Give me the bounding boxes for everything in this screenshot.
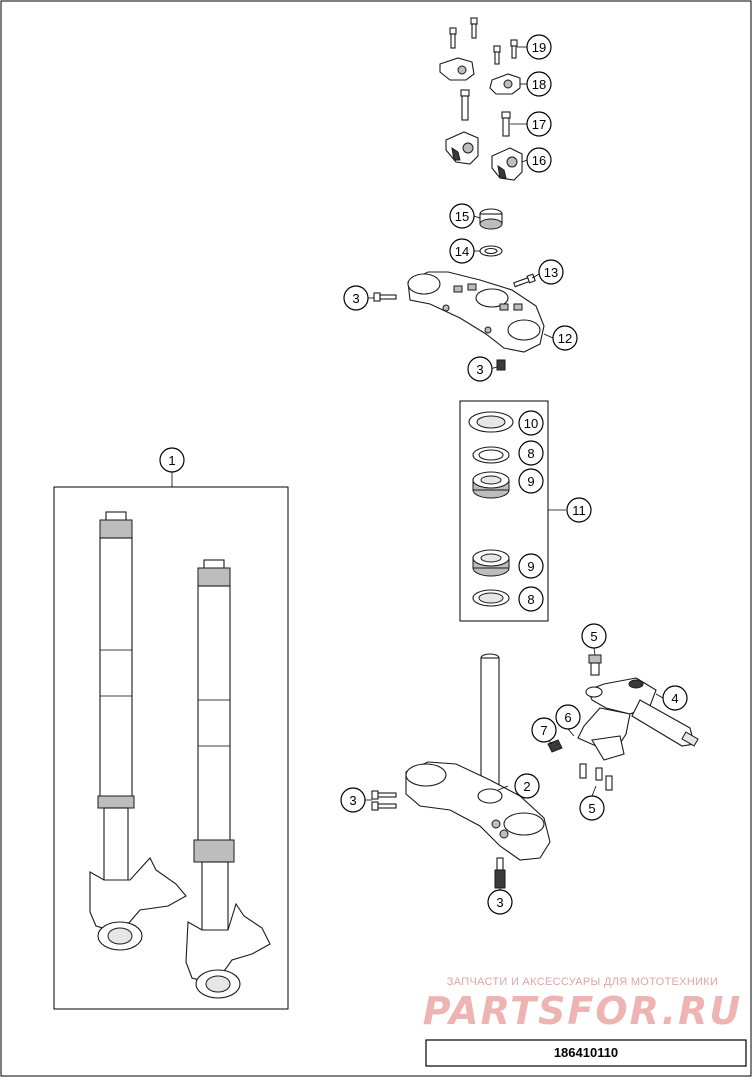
callout-label: 14 (455, 244, 469, 259)
bolt-5-bottom (579, 763, 613, 791)
callout-7: 7 (531, 717, 557, 743)
callout-6: 6 (555, 704, 581, 730)
handlebar-clamp-group (439, 17, 523, 181)
footer-part-code: 186410110 (553, 1045, 619, 1060)
callout-8-bottom: 8 (518, 586, 544, 612)
callout-label: 3 (349, 793, 356, 808)
callout-label: 16 (532, 153, 546, 168)
callout-label: 15 (455, 209, 469, 224)
callout-label: 18 (532, 77, 546, 92)
bolt-5-top (588, 654, 602, 676)
callout-label: 5 (588, 801, 595, 816)
watermark-brand: PARTSFOR.RU (422, 989, 743, 1033)
callout-11: 11 (566, 497, 592, 523)
bearing-kit-box (459, 400, 549, 622)
callout-label: 3 (352, 291, 359, 306)
upper-triple-clamp-12 (407, 271, 545, 353)
footer-code-box (425, 1039, 747, 1067)
callout-label: 12 (558, 331, 572, 346)
callout-12: 12 (552, 325, 578, 351)
callout-label: 3 (476, 362, 483, 377)
callout-label: 9 (527, 474, 534, 489)
right-fork-leg (185, 559, 271, 999)
callout-4: 4 (662, 685, 688, 711)
bearing-9-top (472, 471, 510, 499)
callout-3-upper-left: 3 (343, 285, 369, 311)
steering-nut-15 (479, 208, 503, 230)
callout-label: 3 (496, 895, 503, 910)
callout-17: 17 (526, 111, 552, 137)
bolt-3-lower-left (371, 790, 397, 811)
steering-damper-group (547, 654, 699, 791)
callout-14: 14 (449, 238, 475, 264)
callout-label: 2 (523, 779, 530, 794)
callout-label: 13 (544, 265, 558, 280)
callout-5-bottom: 5 (579, 795, 605, 821)
callout-18: 18 (526, 71, 552, 97)
callout-label: 9 (527, 559, 534, 574)
callout-label: 19 (532, 40, 546, 55)
seal-ring-8-bottom (472, 589, 510, 607)
callout-label: 10 (524, 416, 538, 431)
bolt-13 (513, 273, 536, 288)
fork-assembly-box (53, 486, 289, 1010)
seal-ring-8-top (472, 446, 510, 464)
callout-9-bottom: 9 (518, 553, 544, 579)
callout-5-top: 5 (581, 623, 607, 649)
lower-triple-clamp-group (371, 653, 551, 889)
steering-damper-4 (577, 677, 699, 761)
callout-3-lower-bottom: 3 (487, 889, 513, 915)
watermark-tagline: ЗАПЧАСТИ И АКСЕССУАРЫ ДЛЯ МОТОТЕХНИКИ (446, 976, 719, 988)
lower-clamp-16 (445, 131, 523, 181)
clamp-bolt-19 (449, 17, 518, 65)
callout-13: 13 (538, 259, 564, 285)
left-fork-leg (89, 511, 187, 951)
callout-3-upper-bottom: 3 (467, 356, 493, 382)
washer-14-hole (484, 247, 498, 255)
callout-label: 7 (540, 723, 547, 738)
callout-label: 8 (527, 592, 534, 607)
bearing-kit-group (468, 411, 514, 607)
bolt-3-upper-left (373, 292, 397, 302)
upper-triple-clamp-group (373, 208, 545, 371)
dust-seal-10 (468, 411, 514, 433)
callout-16: 16 (526, 147, 552, 173)
bearing-9-bottom (472, 549, 510, 577)
callout-1: 1 (159, 447, 185, 473)
callout-2: 2 (514, 773, 540, 799)
callout-label: 4 (671, 691, 678, 706)
callout-9-top: 9 (518, 468, 544, 494)
upper-clamp-18 (439, 57, 521, 95)
bolt-3-upper-bottom (496, 359, 506, 371)
bolt-3-lower-bottom (494, 857, 506, 889)
callout-label: 5 (590, 629, 597, 644)
callout-label: 6 (564, 710, 571, 725)
callout-label: 8 (527, 446, 534, 461)
clamp-bolt-17 (460, 89, 511, 137)
lower-triple-clamp-2 (405, 761, 551, 861)
steering-stem (480, 653, 500, 789)
callout-label: 11 (572, 503, 586, 518)
callout-10: 10 (518, 410, 544, 436)
callout-15: 15 (449, 203, 475, 229)
callout-3-lower-left: 3 (340, 787, 366, 813)
callout-label: 1 (168, 453, 175, 468)
callout-19: 19 (526, 34, 552, 60)
callout-8-top: 8 (518, 440, 544, 466)
callout-label: 17 (532, 117, 546, 132)
